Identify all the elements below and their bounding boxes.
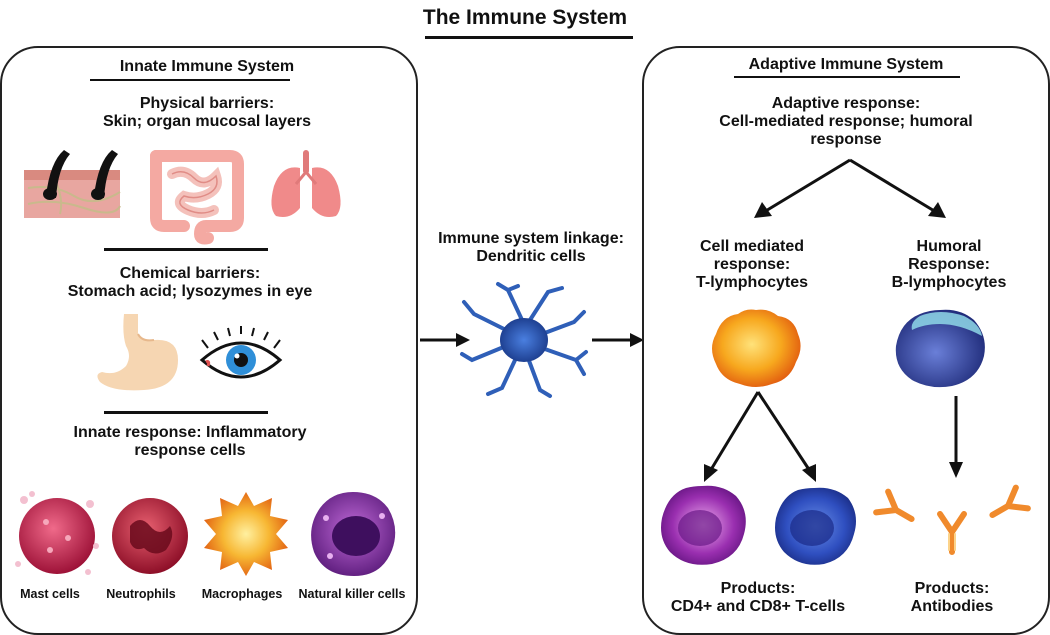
humoral-label: Humoral Response: B-lymphocytes [856, 238, 1042, 292]
diagram-title: The Immune System [422, 6, 628, 29]
intestine-icon [150, 150, 244, 245]
innate-response-label: Innate response: Inflammatory response c… [0, 424, 380, 460]
products-b-label: Products: Antibodies [872, 580, 1032, 616]
adaptive-heading-underline [734, 76, 960, 78]
divider-physical-chemical [104, 248, 268, 251]
innate-heading-underline [90, 79, 290, 81]
physical-barriers-line1: Physical barriers: [139, 95, 275, 112]
lungs-icon [271, 150, 341, 217]
linkage-line1: Immune system linkage: [438, 230, 624, 247]
macrophages-label: Macrophages [201, 587, 283, 601]
chemical-barriers-line1: Chemical barriers: [119, 265, 261, 282]
neutrophils-label: Neutrophils [106, 587, 176, 601]
chemical-barriers-line2: Stomach acid; lysozymes in eye [67, 283, 313, 300]
products-t-label: Products: CD4+ and CD8+ T-cells [646, 580, 870, 616]
arrows-t-to-products [704, 391, 816, 482]
title-underline [425, 36, 633, 39]
cell-mediated-label: Cell mediated response: T-lymphocytes [660, 238, 844, 292]
arrows-adaptive-branch [754, 158, 946, 218]
innate-response-line1: Innate response: Inflammatory [73, 424, 307, 441]
adaptive-response-line2: Cell-mediated response; humoral [719, 113, 973, 130]
innate-heading: Innate Immune System [119, 58, 295, 75]
nk-cell-icon [311, 492, 396, 576]
products-t-line2: CD4+ and CD8+ T-cells [670, 598, 846, 615]
adaptive-response-label: Adaptive response: Cell-mediated respons… [642, 95, 1050, 149]
antibodies-icon [873, 484, 1031, 555]
cell-mediated-line3: T-lymphocytes [695, 274, 809, 291]
divider-chemical-response [104, 411, 268, 414]
arrow-dendritic-to-adaptive [592, 333, 644, 347]
cd4-t-cell-icon [661, 485, 746, 565]
macrophage-icon [204, 492, 288, 576]
adaptive-heading: Adaptive Immune System [748, 56, 944, 73]
physical-barriers-label: Physical barriers: Skin; organ mucosal l… [0, 95, 414, 131]
adaptive-response-line3: response [810, 131, 882, 148]
arrow-innate-to-dendritic [420, 333, 470, 347]
b-lymphocyte-icon [895, 309, 985, 388]
innate-response-line2: response cells [134, 442, 246, 459]
chemical-barriers-label: Chemical barriers: Stomach acid; lysozym… [0, 265, 380, 301]
linkage-label: Immune system linkage: Dendritic cells [414, 230, 648, 266]
cell-mediated-line2: response: [713, 256, 791, 273]
mast-cells-label: Mast cells [20, 587, 80, 601]
dendritic-cell-icon [460, 282, 588, 398]
humoral-line3: B-lymphocytes [891, 274, 1007, 291]
skin-icon [24, 150, 121, 218]
adaptive-response-line1: Adaptive response: [771, 95, 921, 112]
cell-mediated-line1: Cell mediated [699, 238, 805, 255]
humoral-line1: Humoral [916, 238, 982, 255]
humoral-line2: Response: [908, 256, 990, 273]
eye-icon [199, 326, 283, 379]
physical-barriers-line2: Skin; organ mucosal layers [102, 113, 312, 130]
linkage-line2: Dendritic cells [476, 248, 586, 265]
arrow-b-to-antibodies [949, 396, 963, 478]
neutrophil-icon [112, 498, 188, 574]
products-b-line1: Products: [914, 580, 990, 597]
products-b-line2: Antibodies [910, 598, 994, 615]
nk-cells-label: Natural killer cells [298, 587, 406, 601]
cd8-t-cell-icon [775, 487, 856, 565]
t-lymphocyte-icon [712, 309, 801, 387]
stomach-icon [97, 314, 178, 391]
products-t-line1: Products: [720, 580, 796, 597]
mast-cell-icon [15, 491, 99, 575]
